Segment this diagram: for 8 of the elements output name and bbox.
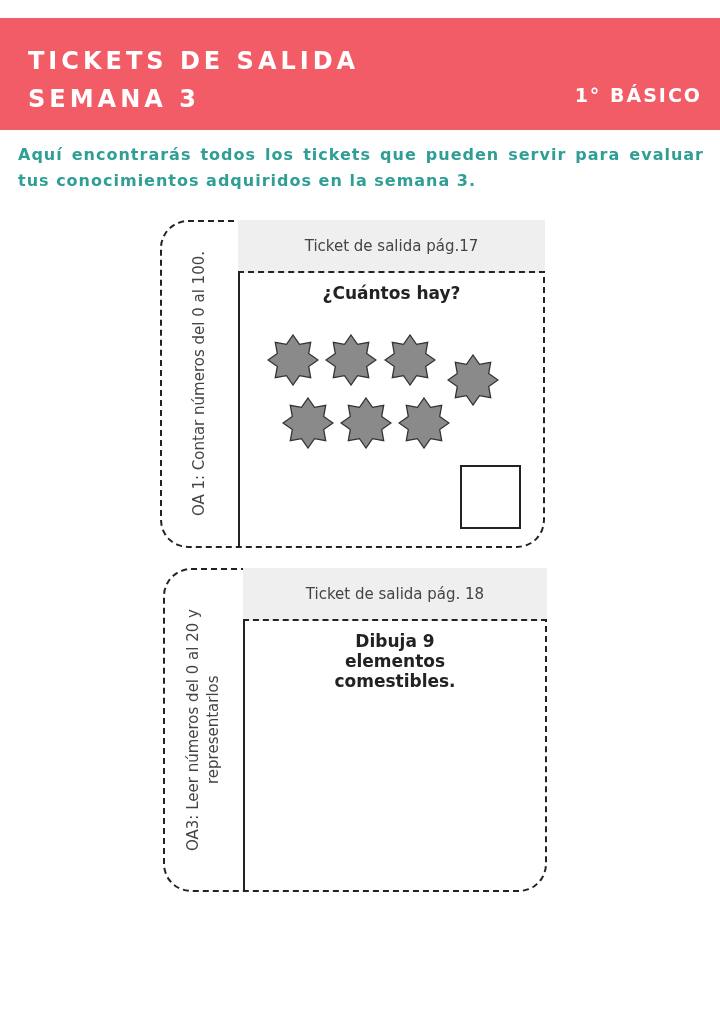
- ticket-header: Ticket de salida pág. 18: [243, 568, 547, 621]
- answer-box: [460, 465, 521, 529]
- grade-label: 1° BÁSICO: [574, 84, 702, 106]
- ticket-header: Ticket de salida pág.17: [238, 220, 545, 273]
- question-text: ¿Cuántos hay?: [321, 283, 462, 303]
- intro-text: Aquí encontrarás todos los tickets que pueden servir para evaluar tus conocimientos adquiridos en la semana 3.: [18, 144, 704, 192]
- title: TICKETS DE SALIDA SEMANA 3: [28, 46, 361, 115]
- question-text: Dibuja 9 elementos comestibles.: [333, 631, 457, 691]
